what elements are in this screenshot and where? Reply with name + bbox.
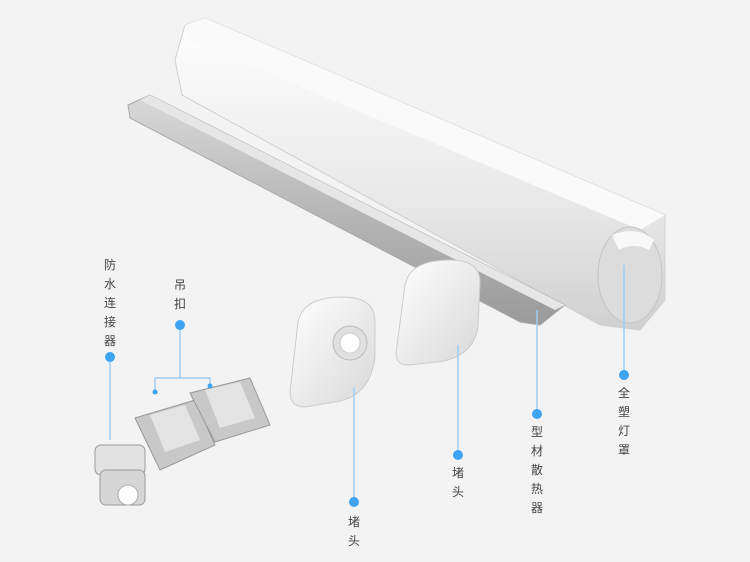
dot-cap-right bbox=[453, 450, 463, 460]
dot-cap-left bbox=[349, 497, 359, 507]
dot-clip bbox=[175, 320, 185, 330]
label-waterproof-connector: 防水连接器 bbox=[103, 258, 116, 348]
hanging-clips bbox=[134, 377, 271, 471]
end-cap-left bbox=[289, 296, 376, 408]
label-end-cap-right: 堵头 bbox=[451, 466, 464, 499]
dot-clip-b bbox=[207, 383, 213, 389]
label-hanging-clip: 吊扣 bbox=[173, 278, 186, 311]
plastic-cover bbox=[174, 17, 666, 331]
marker-dots bbox=[105, 320, 629, 507]
dot-cover bbox=[619, 370, 629, 380]
dot-connector bbox=[105, 352, 115, 362]
label-end-cap-left: 堵头 bbox=[347, 515, 360, 548]
leader-lines bbox=[109, 265, 625, 502]
dot-clip-a bbox=[152, 389, 158, 395]
waterproof-connector bbox=[94, 444, 146, 506]
label-cover: 全塑灯罩 bbox=[617, 386, 630, 457]
end-cap-right bbox=[395, 259, 481, 366]
dot-heatsink bbox=[532, 409, 542, 419]
label-heatsink: 型材散热器 bbox=[530, 425, 543, 515]
